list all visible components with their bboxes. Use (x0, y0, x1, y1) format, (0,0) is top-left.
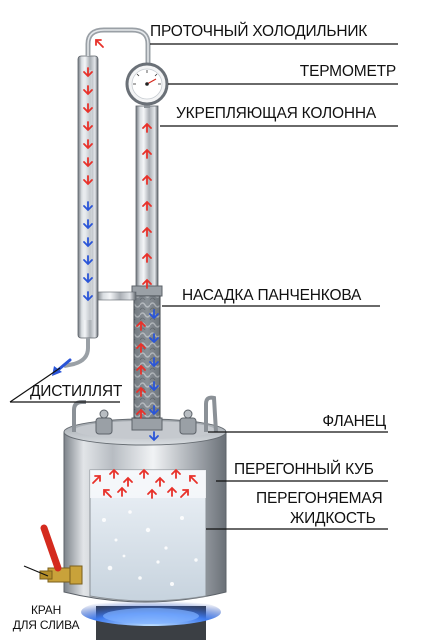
vapor-arrow-icon (136, 364, 146, 375)
label-thermometer: ТЕРМОМЕТР (299, 63, 396, 80)
label-tap-line1: КРАН (30, 603, 62, 617)
label-reinforcing-column: УКРЕПЛЯЮЩАЯ КОЛОННА (176, 105, 376, 122)
vapor-arrow-icon (142, 278, 152, 289)
liquid-arrow-icon (149, 357, 159, 368)
vapor-arrow-icon (189, 475, 198, 484)
vapor-arrow-icon (142, 226, 152, 237)
vapor-arrow-icon (83, 139, 93, 150)
vapor-arrow-icon (142, 252, 152, 263)
connector-pipe (95, 291, 137, 301)
vapor-arrow-icon (83, 67, 93, 78)
vapor-arrow-icon (83, 157, 93, 168)
vapor-flow-arrows (83, 39, 198, 499)
label-flow-cooler: ПРОТОЧНЫЙ ХОЛОДИЛЬНИК (150, 23, 368, 40)
vapor-arrow-icon (142, 122, 152, 133)
callout-line-distillate-a (9, 367, 61, 403)
liquid-arrow-icon (149, 309, 159, 320)
liquid-arrow-icon (83, 273, 93, 284)
liquid-arrow-icon (83, 237, 93, 248)
liquid-arrow-icon (149, 405, 159, 416)
vapor-arrow-icon (167, 486, 177, 497)
liquid-arrow-icon (149, 333, 159, 344)
vapor-arrow-icon (142, 148, 152, 159)
vapor-arrow-icon (136, 386, 146, 397)
liquid-arrow-icon (83, 219, 93, 230)
burner (81, 598, 221, 640)
vapor-arrow-icon (180, 489, 189, 498)
liquid-arrow-icon (83, 291, 93, 302)
vapor-arrow-icon (83, 175, 93, 186)
vapor-arrow-icon (136, 320, 146, 331)
vapor-arrow-icon (142, 174, 152, 185)
liquid-arrow-icon (149, 381, 159, 392)
vapor-arrow-icon (117, 486, 127, 497)
vapor-arrow-icon (83, 121, 93, 132)
vapor-arrow-icon (83, 103, 93, 114)
vapor-arrow-icon (139, 468, 149, 479)
label-panchenkov-nozzle: НАСАДКА ПАНЧЕНКОВА (182, 287, 362, 304)
label-flange: ФЛАНЕЦ (322, 413, 386, 430)
callout-line-tap (23, 565, 49, 577)
vapor-arrow-icon (123, 476, 133, 487)
vapor-arrow-icon (147, 488, 157, 499)
label-distillation-cube: ПЕРЕГОННЫЙ КУБ (234, 461, 374, 478)
label-distillate: ДИСТИЛЛЯТ (30, 383, 123, 400)
label-tap-line2: ДЛЯ СЛИВА (12, 618, 80, 632)
flow-cooler (52, 27, 151, 376)
vapor-arrow-icon (92, 475, 101, 484)
panchenkov-nozzle (133, 295, 161, 419)
vapor-arrow-icon (142, 200, 152, 211)
vapor-arrow-icon (136, 342, 146, 353)
label-liquid-line1: ПЕРЕГОНЯЕМАЯ (256, 490, 383, 507)
liquid-arrow-icon (149, 431, 159, 442)
liquid-arrow-icon (83, 201, 93, 212)
thermometer-gauge (125, 62, 169, 108)
vapor-arrow-icon (155, 476, 165, 487)
vapor-arrow-icon (83, 85, 93, 96)
label-liquid-line2: ЖИДКОСТЬ (290, 510, 376, 527)
vapor-arrow-icon (103, 489, 112, 498)
vapor-arrow-icon (171, 468, 181, 479)
liquid-flow-arrows (83, 201, 159, 442)
vapor-arrow-icon (136, 408, 146, 419)
distillation-tank (63, 395, 227, 603)
vapor-arrow-icon (95, 39, 104, 48)
vapor-arrow-icon (109, 468, 119, 479)
liquid-arrow-icon (83, 255, 93, 266)
callout-lines (9, 43, 398, 577)
